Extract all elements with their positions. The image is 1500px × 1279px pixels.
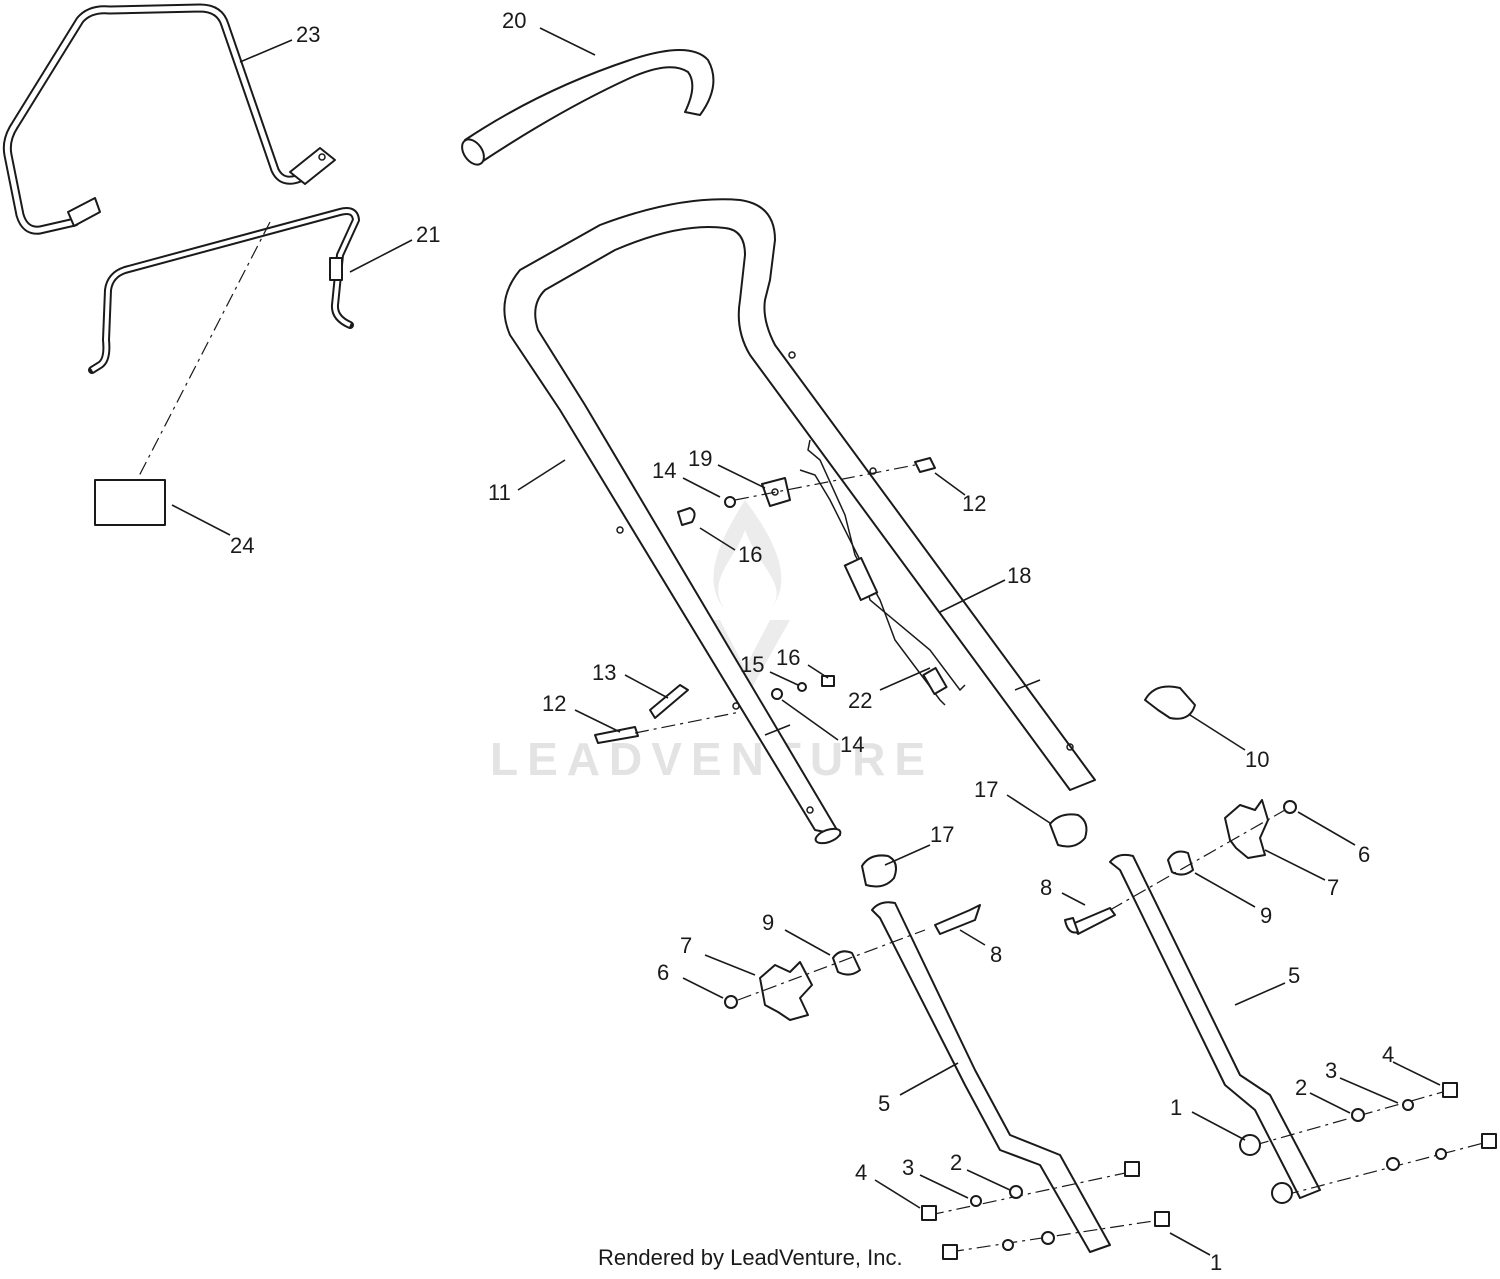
- callout-5: 5: [1288, 963, 1300, 988]
- callout-8b: 8: [990, 942, 1002, 967]
- callout-22: 22: [848, 688, 872, 713]
- part-24-decal: [94, 479, 166, 526]
- callout-numbers: 23 20 21 24 11 19 14 16 12 18 13 15 16 1…: [230, 8, 1394, 1275]
- callout-9b: 9: [762, 910, 774, 935]
- callout-3b: 3: [902, 1155, 914, 1180]
- callout-16b: 16: [776, 645, 800, 670]
- callout-13: 13: [592, 660, 616, 685]
- part-10-clip: [1144, 685, 1196, 720]
- callout-2: 2: [1295, 1075, 1307, 1100]
- leader-lines: [171, 27, 1441, 1256]
- part-17-cap-right: [1049, 813, 1088, 848]
- callout-9: 9: [1260, 903, 1272, 928]
- callout-2b: 2: [950, 1150, 962, 1175]
- callout-7b: 7: [680, 933, 692, 958]
- part-11-upper-handle: [503, 198, 1096, 845]
- callout-20: 20: [502, 8, 526, 33]
- callout-12: 12: [962, 491, 986, 516]
- callout-4b: 4: [855, 1160, 867, 1185]
- upper-hardware-axis: [734, 464, 916, 501]
- callout-14b: 14: [840, 732, 864, 757]
- callout-19: 19: [688, 446, 712, 471]
- part-18-22-control-cable: [799, 439, 966, 706]
- callout-15: 15: [740, 652, 764, 677]
- callout-17: 17: [974, 777, 998, 802]
- upper-hardware: [677, 457, 936, 526]
- callout-14: 14: [652, 458, 676, 483]
- callout-7: 7: [1327, 875, 1339, 900]
- part-21-bail: [88, 207, 360, 374]
- decal-axis-line: [137, 221, 271, 479]
- callout-16: 16: [738, 542, 762, 567]
- part-5-lower-handle-right: [1109, 853, 1321, 1199]
- callout-4: 4: [1382, 1042, 1394, 1067]
- part-5-lower-handle-left: [871, 901, 1111, 1253]
- left-knob-assembly: [724, 904, 981, 1021]
- callout-5b: 5: [878, 1091, 890, 1116]
- watermark-text: LEADVENTURE: [490, 733, 934, 785]
- callout-1b: 1: [1210, 1250, 1222, 1275]
- callout-8: 8: [1040, 875, 1052, 900]
- callout-11: 11: [488, 480, 511, 505]
- callout-17b: 17: [930, 822, 954, 847]
- callout-3: 3: [1325, 1058, 1337, 1083]
- callout-1: 1: [1170, 1095, 1182, 1120]
- part-23-bail: [2, 3, 336, 235]
- callout-10: 10: [1245, 747, 1269, 772]
- part-20-grip: [461, 49, 715, 166]
- callout-24: 24: [230, 533, 254, 558]
- left-hardware: [594, 675, 835, 744]
- callout-6b: 6: [657, 960, 669, 985]
- render-credit: Rendered by LeadVenture, Inc.: [598, 1245, 903, 1270]
- right-knob-assembly: [1064, 799, 1297, 935]
- part-17-cap-left: [861, 854, 897, 888]
- watermark-flame-logo: [713, 500, 782, 610]
- callout-18: 18: [1007, 563, 1031, 588]
- callout-21: 21: [416, 222, 440, 247]
- callout-6: 6: [1358, 842, 1370, 867]
- bottom-right-hardware: [1239, 1082, 1497, 1204]
- part-19-cable-bracket: [761, 477, 791, 507]
- bottom-left-hardware: [921, 1161, 1170, 1260]
- callout-12b: 12: [542, 691, 566, 716]
- callout-23: 23: [296, 22, 320, 47]
